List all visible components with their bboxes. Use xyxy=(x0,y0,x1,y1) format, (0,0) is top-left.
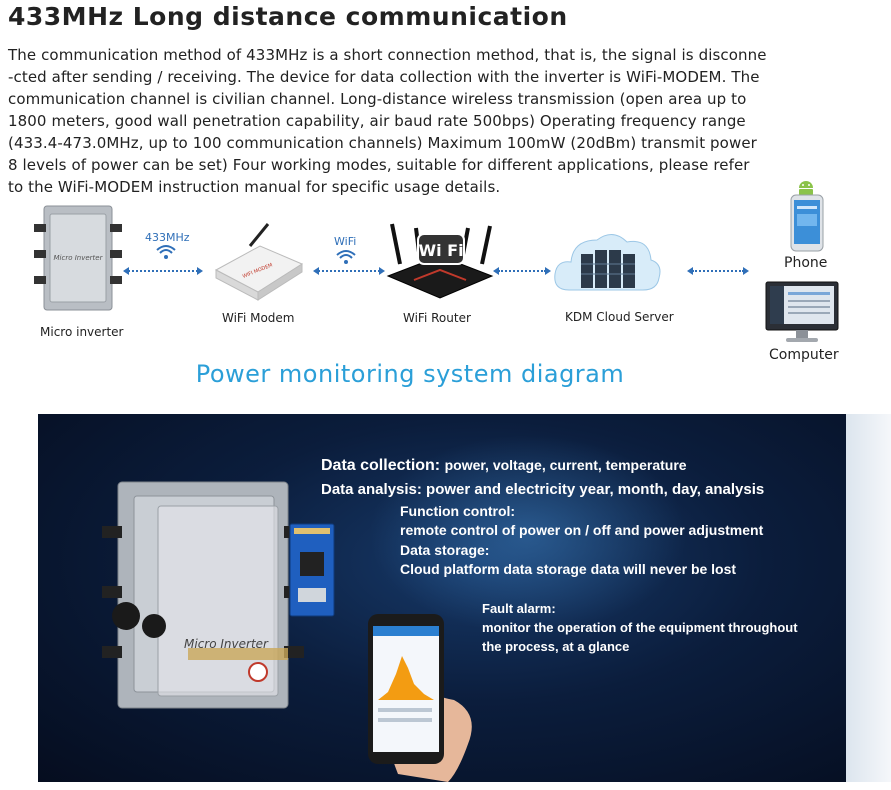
feature-fault-alarm-value: monitor the operation of the equipment t… xyxy=(482,620,798,635)
description-line: 1800 meters, good wall penetration capab… xyxy=(8,112,746,130)
inverter-face-text: Micro Inverter xyxy=(184,637,269,651)
inverter-face-text: Micro Inverter xyxy=(54,254,104,262)
description-line: (433.4-473.0MHz, up to 100 communication… xyxy=(8,134,757,152)
feature-label: Data collection: xyxy=(321,457,441,474)
label-wifi-router: WiFi Router xyxy=(403,311,471,325)
description-line: -cted after sending / receiving. The dev… xyxy=(8,68,760,86)
description: The communication method of 433MHz is a … xyxy=(8,44,884,198)
link-inverter-modem xyxy=(123,267,203,275)
label-phone: Phone xyxy=(784,255,828,271)
feature-function-control-label: Function control: xyxy=(400,503,516,519)
feature-function-control-value: remote control of power on / off and pow… xyxy=(400,522,764,538)
feature-data-collection: Data collection: power, voltage, current… xyxy=(321,457,687,475)
computer-image xyxy=(765,281,839,342)
label-cloud-server: KDM Cloud Server xyxy=(565,310,674,324)
micro-inverter-image: Micro Inverter xyxy=(34,205,122,311)
micro-inverter-image: Micro Inverter xyxy=(102,481,304,709)
feature-fault-alarm-label: Fault alarm: xyxy=(482,601,556,616)
system-diagram: Micro Inverter Micro inverter 433MHz WIF… xyxy=(0,181,891,398)
wifi-signal-icon xyxy=(156,245,176,259)
android-icon xyxy=(799,181,813,195)
link-cloud-clients xyxy=(687,267,749,275)
feature-data-storage-value: Cloud platform data storage data will ne… xyxy=(400,561,737,577)
link-label-wifi: WiFi xyxy=(334,235,357,248)
wifi-signal-icon xyxy=(336,250,356,264)
feature-data-storage-label: Data storage: xyxy=(400,542,490,558)
label-wifi-modem: WiFi Modem xyxy=(222,311,295,325)
link-label-433mhz: 433MHz xyxy=(145,231,190,244)
description-line: 8 levels of power can be set) Four worki… xyxy=(8,156,750,174)
page-title: 433MHz Long distance communication xyxy=(8,2,568,31)
link-router-cloud xyxy=(493,267,551,275)
feature-value: power, voltage, current, temperature xyxy=(444,457,687,473)
phone-in-hand-image xyxy=(368,614,472,782)
banner-edge xyxy=(846,414,891,782)
router-face-text: Wi Fi xyxy=(418,241,463,260)
label-computer: Computer xyxy=(769,347,839,363)
label-micro-inverter: Micro inverter xyxy=(40,325,124,339)
wifi-modem-image: WIFI MODEM xyxy=(214,223,304,301)
description-line: communication channel is civilian channe… xyxy=(8,90,747,108)
link-modem-router xyxy=(313,267,385,275)
description-line: The communication method of 433MHz is a … xyxy=(8,46,767,64)
feature-data-analysis: Data analysis: power and electricity yea… xyxy=(321,481,765,498)
feature-fault-alarm-value: the process, at a glance xyxy=(482,639,630,654)
description-line: to the WiFi-MODEM instruction manual for… xyxy=(8,178,501,196)
background-glow xyxy=(368,434,688,634)
cloud-server-image xyxy=(554,234,661,291)
feature-banner: Micro Inverter Data collection: power, v… xyxy=(38,414,846,782)
wifi-module-image xyxy=(289,523,335,617)
phone-image xyxy=(790,194,824,252)
wifi-router-image: Wi Fi xyxy=(386,223,494,299)
diagram-title: Power monitoring system diagram xyxy=(195,360,625,388)
